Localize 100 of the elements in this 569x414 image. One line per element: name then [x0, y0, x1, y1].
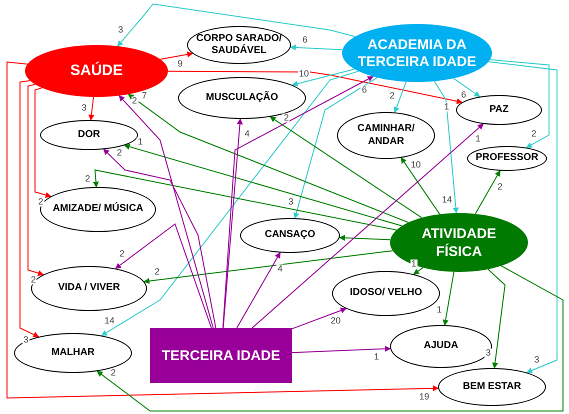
concept-label: AJUDA	[424, 340, 458, 353]
edge-label: 14	[441, 195, 454, 204]
edge-label: 7	[140, 92, 148, 101]
arrow	[20, 80, 40, 338]
arrow	[394, 81, 407, 114]
concept-ellipse	[390, 325, 492, 368]
concept-ellipse	[25, 45, 168, 97]
concept-label: IDOSO/ VELHO	[350, 287, 422, 300]
arrow	[236, 252, 281, 328]
arrow	[434, 80, 459, 214]
edge-label: 2	[530, 130, 538, 139]
arrow	[92, 169, 397, 230]
edge-label: 20	[330, 316, 342, 326]
arrow	[270, 116, 422, 218]
arrow	[6, 61, 439, 399]
arrow	[290, 44, 343, 51]
edge-label: 3	[533, 355, 540, 364]
arrow	[101, 70, 359, 336]
arrow	[96, 265, 564, 412]
edge-label: 6	[360, 86, 368, 95]
concept-ellipse	[31, 266, 147, 311]
concept-box	[150, 328, 292, 383]
arrow	[34, 87, 52, 198]
arrow	[222, 76, 374, 328]
edge-label: 2	[116, 148, 123, 158]
edge-label: 2	[118, 249, 126, 258]
edge-label: 2	[282, 113, 290, 122]
arrow	[117, 3, 356, 47]
concept-label: MUSCULAÇÃO	[206, 92, 278, 104]
concept-label: ATIVIDADE FÍSICA	[420, 225, 498, 260]
arrow	[442, 271, 454, 326]
concept-ellipse	[187, 26, 291, 64]
edge-label: 10	[298, 69, 310, 78]
arrow	[88, 96, 94, 121]
edge-label: 2	[154, 267, 161, 276]
concept-label: ACADEMIA DA TERCEIRA IDADE	[356, 36, 478, 70]
edge-label: 1	[373, 352, 380, 362]
arrow	[252, 124, 484, 328]
edge-label: 19	[418, 392, 430, 402]
concept-label: CANSAÇO	[264, 229, 316, 242]
arrow	[413, 267, 424, 275]
concept-ellipse	[178, 77, 306, 119]
edge-label: 3	[80, 103, 88, 112]
arrow	[292, 308, 347, 330]
concept-label: BEM ESTAR	[462, 380, 522, 394]
edge-label: 4	[244, 129, 251, 138]
concept-label: MALHAR	[51, 346, 95, 360]
arrow	[292, 346, 391, 354]
arrow	[292, 68, 355, 87]
edge-label: 6	[460, 90, 468, 100]
edge-label: 3	[484, 348, 492, 358]
arrow	[103, 148, 216, 328]
edge-label: 3	[117, 26, 124, 35]
edge-label: 2	[388, 92, 396, 101]
edge-label: 3	[287, 198, 294, 207]
edge-label: 1	[136, 137, 144, 146]
arrow	[168, 70, 463, 104]
edge-label: 2	[84, 174, 92, 184]
concept-label: CORPO SARADO/ SAUDÁVEL	[196, 32, 282, 58]
edge-label: 2	[131, 96, 138, 106]
concept-label: TERCEIRA IDADE	[162, 346, 280, 364]
arrow	[488, 268, 506, 369]
concept-ellipse	[390, 213, 528, 272]
edge-label: 2	[110, 368, 117, 378]
arrow	[400, 157, 440, 215]
arrow	[474, 170, 500, 214]
concept-label: VIDA / VIVER	[58, 282, 120, 295]
edge-label: 2	[30, 275, 37, 284]
arrow	[222, 118, 243, 328]
edge-label: 3	[22, 335, 30, 344]
concept-label: CAMINHAR/ ANDAR	[356, 123, 416, 148]
edge-label: 1	[443, 102, 450, 112]
concept-label: PAZ	[489, 104, 509, 116]
edge-label: 2	[496, 182, 504, 192]
arrow	[118, 95, 214, 328]
edge-label: 10	[410, 160, 422, 170]
concept-ellipse	[240, 218, 340, 253]
edge-label: 2	[37, 197, 44, 206]
arrow	[28, 84, 44, 276]
concept-label: AMIZADE/ MÚSICA	[52, 203, 144, 216]
edge-label: 1	[410, 260, 418, 269]
arrow	[488, 61, 558, 374]
edge-label: 6	[301, 35, 308, 44]
concept-label: DOR	[78, 128, 100, 142]
concept-label: SAÚDE	[70, 62, 123, 80]
arrow	[128, 94, 409, 223]
edge-label: 1	[474, 134, 482, 144]
edge-label: 4	[276, 264, 284, 274]
arrow	[338, 234, 391, 241]
edge-label: 9	[176, 59, 184, 68]
arrow	[160, 51, 194, 60]
arrow	[453, 78, 480, 98]
edge-label: 14	[103, 316, 116, 326]
arrow	[115, 223, 212, 328]
arrow	[490, 59, 550, 148]
arrow	[124, 144, 402, 226]
edge-label: 1	[436, 305, 443, 314]
arrow	[143, 250, 394, 284]
concept-label: PROFESSOR	[476, 152, 538, 165]
arrow	[293, 77, 378, 219]
